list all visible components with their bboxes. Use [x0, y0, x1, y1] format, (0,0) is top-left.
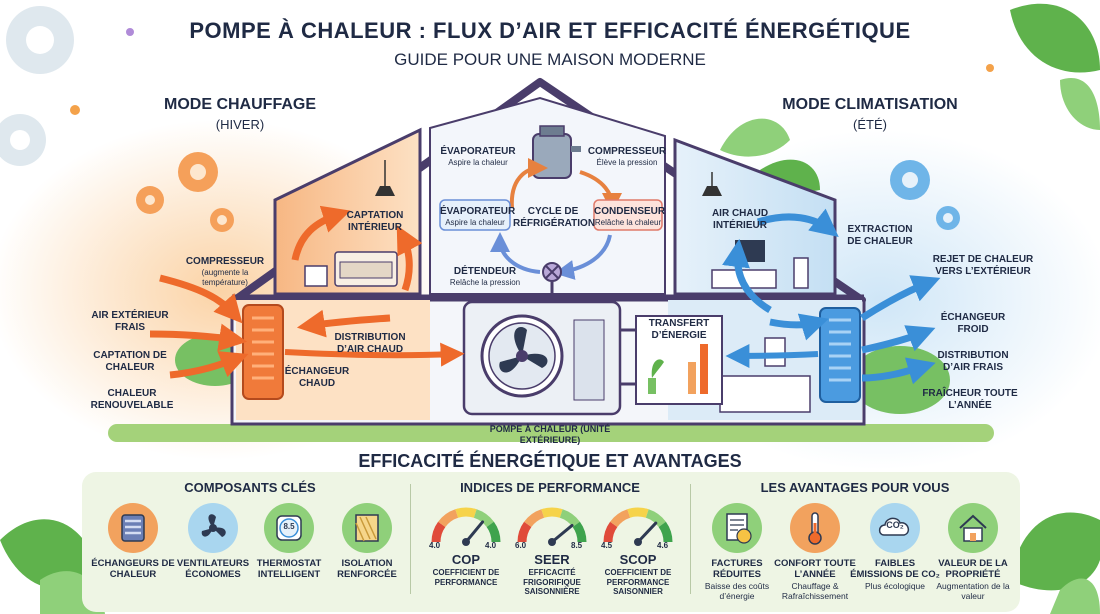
gauge-name-cop: COP	[451, 552, 481, 567]
gauge-segment	[627, 507, 649, 518]
label-outdoor-unit: POMPE À CHALEUR (UNITÉ EXTÉRIEURE)	[489, 424, 611, 445]
label-distribution-air-chaud: DISTRIBUTION D’AIR CHAUD	[334, 332, 406, 355]
label-air-exterieur: AIR EXTÉRIEUR FRAIS	[91, 310, 169, 333]
gauge-segment	[486, 521, 501, 543]
co2-cloud-icon	[870, 503, 920, 553]
label-transfert-energie: TRANSFERT D’ÉNERGIE	[648, 318, 710, 341]
label-condenseur: CONDENSEUR Relâche la chaleur	[594, 206, 666, 227]
gauge-segment	[559, 509, 580, 528]
label-rejet-chaleur: REJET DE CHALEUR VERS L’EXTÉRIEUR	[932, 254, 1034, 277]
label-compresseur-left: COMPRESSEUR (augmente la température)	[185, 256, 265, 287]
gauge-scop	[603, 507, 673, 546]
gauge-max: 4.6	[657, 541, 669, 550]
gauge-segment	[431, 521, 446, 543]
house-icon	[948, 503, 998, 553]
cooling-mode-season: (ÉTÉ)	[853, 117, 887, 132]
label-cycle-refrigeration: CYCLE DE RÉFRIGÉRATION	[513, 206, 596, 229]
gauge-desc-cop: COEFFICIENT DE PERFORMANCE	[432, 568, 500, 587]
gauge-needle	[464, 520, 485, 544]
label-compresseur-cycle: COMPRESSEUR Élève la pression	[587, 146, 667, 167]
gauge-max: 4.0	[485, 541, 497, 550]
gauge-segment	[438, 509, 459, 528]
gauge-min: 4.0	[429, 541, 441, 550]
label-echangeur-chaud: ÉCHANGEUR CHAUD	[284, 366, 350, 389]
benefit-label: VALEUR DE LA PROPRIÉTÉ Augmentation de l…	[936, 558, 1010, 601]
label-chaleur-renouvelable: CHALEUR RENOUVELABLE	[90, 388, 174, 411]
thermostat-display: 8.5	[283, 522, 295, 531]
co2-label: CO₂	[886, 520, 904, 530]
cooling-mode-title: MODE CLIMATISATION	[782, 96, 958, 113]
label-echangeur-froid: ÉCHANGEUR FROID	[940, 312, 1006, 335]
gauge-name-seer: SEER	[534, 552, 570, 567]
gauge-max: 8.5	[571, 541, 583, 550]
benefit-label: FAIBLES ÉMISSIONS DE CO₂ Plus écologique	[850, 558, 940, 591]
gauge-desc-scop: COEFFICIENT DE PERFORMANCE SAISONNIER	[604, 568, 672, 597]
gauge-seer	[517, 507, 587, 546]
label-fraicheur: FRAÎCHEUR TOUTE L’ANNÉE	[922, 388, 1018, 411]
gauge-segment	[603, 521, 618, 543]
insulation-icon	[342, 503, 392, 553]
gauge-hub	[462, 538, 470, 546]
label-air-chaud-interieur: AIR CHAUD INTÉRIEUR	[711, 208, 769, 231]
performance-title: INDICES DE PERFORMANCE	[460, 480, 640, 495]
benefit-label: FACTURES RÉDUITES Baisse des coûts d’éne…	[704, 558, 770, 601]
gauge-segment	[541, 507, 563, 518]
gauge-segment	[473, 509, 494, 528]
label-detendeur: DÉTENDEUR Relâche la pression	[449, 266, 521, 287]
section-title: EFFICACITÉ ÉNERGÉTIQUE ET AVANTAGES	[358, 451, 742, 471]
label-distribution-air-frais: DISTRIBUTION D’AIR FRAIS	[937, 350, 1009, 373]
component-label: ÉCHANGEURS DE CHALEUR	[91, 558, 175, 581]
components-title: COMPOSANTS CLÉS	[184, 480, 316, 495]
gauge-name-scop: SCOP	[619, 552, 657, 567]
gauge-needle	[636, 521, 658, 544]
invoice-icon	[712, 503, 762, 553]
fan-icon	[188, 503, 238, 553]
thermostat-icon	[264, 503, 314, 553]
page-title: POMPE À CHALEUR : FLUX D’AIR ET EFFICACI…	[189, 18, 911, 43]
heating-mode-season: (HIVER)	[215, 117, 265, 132]
component-label: ISOLATION RENFORCÉE	[337, 558, 397, 581]
label-evaporateur-top: ÉVAPORATEUR Aspire la chaleur	[440, 146, 516, 167]
component-label: THERMOSTAT INTELLIGENT	[256, 558, 322, 581]
label-evaporateur-mid: ÉVAPORATEUR Aspire la chaleur	[440, 206, 516, 227]
gauge-hub	[548, 538, 556, 546]
gauge-segment	[524, 509, 545, 528]
divider	[690, 484, 691, 594]
heat-exchanger-icon	[108, 503, 158, 553]
gauge-needle	[550, 523, 574, 544]
gauge-min: 4.5	[601, 541, 613, 550]
gauge-desc-seer: EFFICACITÉ FRIGORIFIQUE SAISONNIÈRE	[523, 568, 581, 597]
gauge-segment	[572, 521, 587, 543]
gauge-hub	[634, 538, 642, 546]
heating-mode-title: MODE CHAUFFAGE	[164, 96, 316, 113]
component-label: VENTILATEURS ÉCONOMES	[176, 558, 250, 581]
label-captation-interieur: CAPTATION INTÉRIEUR	[346, 210, 404, 233]
label-captation-chaleur: CAPTATION DE CHALEUR	[93, 350, 167, 373]
benefit-label: CONFORT TOUTE L’ANNÉE Chauffage & Rafraî…	[774, 558, 856, 601]
page-subtitle: GUIDE POUR UNE MAISON MODERNE	[394, 50, 706, 69]
gauge-segment	[517, 521, 532, 543]
gauge-cop	[431, 507, 501, 546]
gauge-segment	[455, 507, 477, 518]
gauge-segment	[658, 521, 673, 543]
gauge-segment	[610, 509, 631, 528]
divider	[410, 484, 411, 594]
thermometer-icon	[790, 503, 840, 553]
label-extraction-chaleur: EXTRACTION DE CHALEUR	[847, 224, 913, 247]
gauge-segment	[645, 509, 666, 528]
leaf-icon	[1010, 3, 1100, 73]
benefits-title: LES AVANTAGES POUR VOUS	[760, 480, 950, 495]
gauge-min: 6.0	[515, 541, 527, 550]
